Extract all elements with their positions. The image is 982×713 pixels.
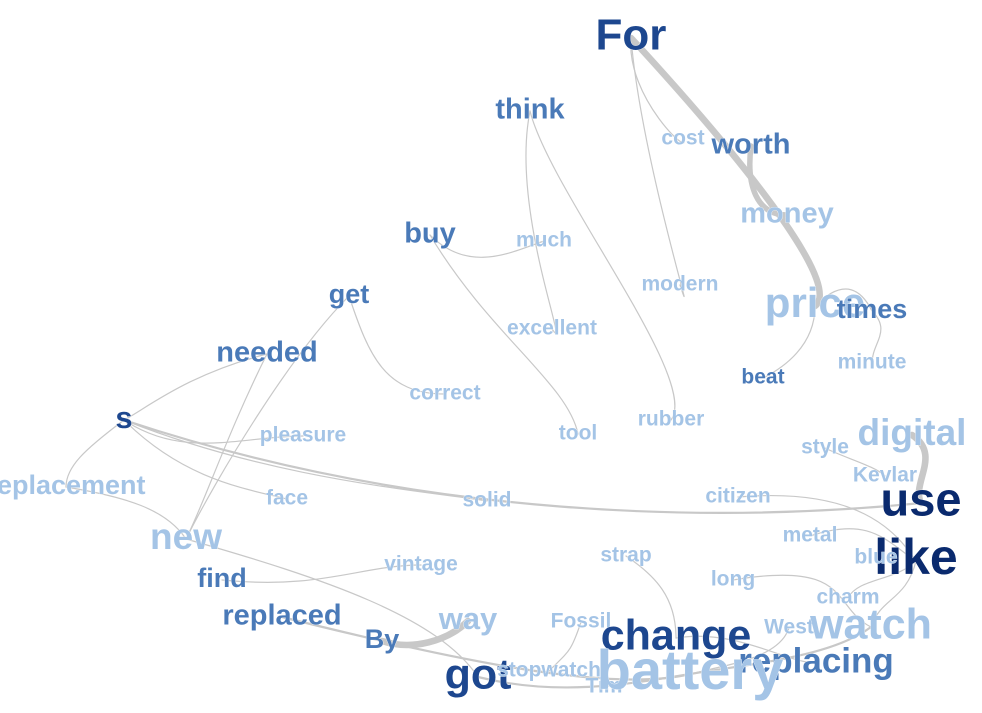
word-like: like: [874, 529, 957, 585]
word-times: times: [837, 294, 908, 324]
word-pleasure: pleasure: [260, 424, 346, 447]
word-battery: battery: [597, 638, 784, 701]
edge-for-cost: [630, 37, 685, 144]
edge-buy-much: [429, 234, 545, 258]
edge-for-price: [627, 34, 823, 310]
edge-find-vintage: [221, 564, 422, 583]
word-s: s: [115, 400, 132, 435]
edge-for-modern: [630, 37, 685, 297]
word-got: got: [445, 650, 512, 698]
word-excellent: excellent: [507, 317, 597, 340]
edge-replacement-new: [65, 486, 187, 540]
word-metal: metal: [783, 524, 838, 547]
word-tim: Tim: [586, 675, 623, 698]
edge-like-watch: [870, 560, 917, 628]
edge-s-face: [123, 419, 288, 500]
edge-metal-like: [809, 528, 917, 562]
word-use: use: [881, 472, 962, 525]
edge-think-excellent: [525, 110, 557, 334]
word-change: change: [601, 611, 752, 659]
edge-needed-s: [123, 353, 268, 421]
word-face: face: [266, 487, 308, 510]
edge-s-replacement: [65, 419, 125, 488]
edge-buy-tool: [429, 234, 579, 435]
word-beat: beat: [741, 366, 784, 389]
word-replacement: replacement: [0, 470, 146, 500]
word-modern: modern: [641, 273, 718, 296]
word-west: West: [764, 616, 814, 639]
word-replaced: replaced: [222, 600, 341, 632]
edge-like-charm: [847, 560, 917, 599]
word-blue: blue: [854, 546, 897, 569]
word-for: For: [596, 11, 667, 60]
edge-times-minute: [871, 310, 882, 364]
word-fossil: Fossil: [551, 610, 612, 633]
edge-by-way: [378, 617, 472, 649]
edge-watch-battery: [688, 625, 873, 676]
edge-citizen-like: [737, 495, 917, 562]
edge-digital-use: [908, 431, 929, 507]
word-worth: worth: [711, 129, 791, 161]
edge-s-pleasure: [123, 419, 304, 444]
word-cost: cost: [661, 127, 704, 150]
word-stopwatch: stopwatch: [497, 659, 601, 682]
word-money: money: [740, 198, 833, 230]
word-digital: digital: [858, 412, 967, 453]
edge-layer: [65, 34, 929, 689]
word-think: think: [495, 94, 565, 126]
edge-needed-new: [185, 353, 268, 540]
edge-style-kevlar: [824, 447, 886, 477]
word-much: much: [516, 229, 572, 252]
edge-worth-money: [747, 143, 790, 218]
edge-s-use: [122, 418, 923, 514]
edge-new-got: [185, 538, 479, 678]
word-solid: solid: [462, 489, 511, 512]
word-price: price: [765, 279, 865, 326]
word-correct: correct: [409, 382, 480, 405]
word-by: By: [365, 624, 400, 654]
word-needed: needed: [216, 337, 318, 369]
word-find: find: [197, 563, 246, 593]
word-replacing: replacing: [738, 641, 894, 680]
word-buy: buy: [404, 218, 456, 250]
word-strap: strap: [600, 544, 651, 567]
edge-long-watch: [732, 574, 872, 628]
word-vintage: vintage: [384, 553, 458, 576]
edge-get-new: [185, 295, 350, 540]
word-new: new: [150, 516, 222, 557]
word-rubber: rubber: [638, 408, 705, 431]
word-watch: watch: [809, 600, 932, 648]
edge-fossil-stopwatch: [548, 621, 582, 672]
edge-price-times: [814, 288, 873, 312]
word-tool: tool: [559, 422, 597, 445]
word-long: long: [711, 568, 755, 591]
word-citizen: citizen: [705, 485, 770, 508]
edge-got-battery: [476, 672, 692, 689]
word-get: get: [329, 279, 370, 309]
word-layer: For think cost worth money buy much get modern pr…: [0, 10, 967, 701]
word-style: style: [801, 436, 849, 459]
word-charm: charm: [816, 586, 879, 609]
edge-think-rubber: [529, 110, 676, 421]
edge-price-beat: [762, 305, 816, 379]
word-minute: minute: [838, 351, 907, 374]
edge-get-correct: [348, 295, 446, 395]
edge-strap-change: [625, 555, 677, 639]
word-way: way: [438, 601, 498, 636]
word-kevlar: Kevlar: [853, 464, 917, 487]
edge-change-replacing: [675, 635, 817, 664]
